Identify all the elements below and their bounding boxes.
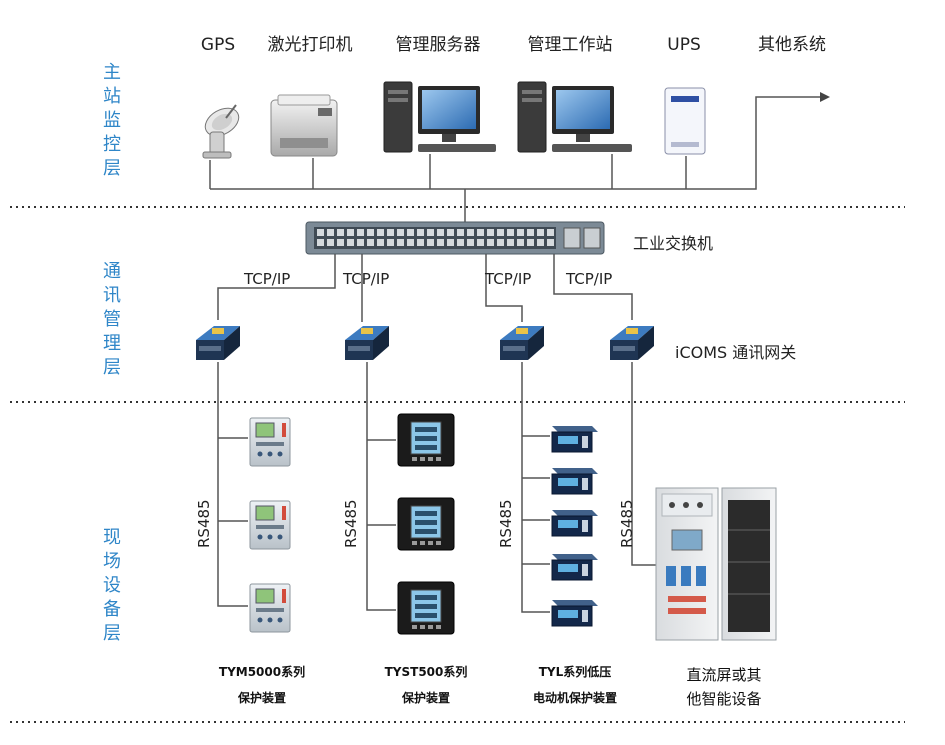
network-switch-icon [305, 221, 605, 255]
rs485-label-3: RS485 [497, 499, 515, 548]
rs485-label-4: RS485 [618, 499, 636, 548]
link-label-1: TCP/IP [243, 270, 290, 288]
protection-relay-icon [249, 500, 291, 550]
satellite-dish-icon [202, 104, 240, 159]
field-group-subtitle-1: 保护装置 [237, 690, 286, 705]
layer-label-comm: 通讯管理层 [103, 261, 121, 378]
field-group-title-3: TYL系列低压 [539, 664, 612, 679]
ups-icon [664, 87, 706, 155]
motor-protector-icon [551, 468, 598, 495]
server-computer-icon [383, 81, 496, 153]
motor-protector-icon [551, 554, 598, 581]
protection-relay-icon [249, 417, 291, 467]
motor-protector-icon [551, 426, 598, 453]
motor-protector-icon [551, 600, 598, 627]
panel-meter-icon [397, 581, 455, 635]
field-group-subtitle-2: 保护装置 [401, 690, 450, 705]
rs485-label-2: RS485 [342, 499, 360, 548]
field-group-subtitle-4: 他智能设备 [686, 690, 761, 708]
laser-printer-icon [270, 94, 338, 157]
field-group-title-1: TYM5000系列 [219, 664, 305, 679]
gateway-icon [500, 326, 544, 360]
rs485-buses [217, 362, 656, 613]
layer-label-field: 现场设备层 [103, 527, 121, 644]
panel-meter-icon [397, 413, 455, 467]
station-bus [209, 92, 830, 222]
device-label-gps: GPS [201, 35, 235, 55]
rs485-label-1: RS485 [195, 499, 213, 548]
tcpip-links [217, 254, 633, 322]
device-label-other: 其他系统 [758, 35, 826, 55]
panel-meter-icon [397, 497, 455, 551]
device-label-ups: UPS [667, 35, 701, 55]
field-group-title-4: 直流屏或其 [686, 666, 761, 684]
field-group-title-2: TYST500系列 [385, 664, 468, 679]
gateway-icon [345, 326, 389, 360]
motor-protector-icon [551, 510, 598, 537]
device-label-server: 管理服务器 [396, 35, 481, 55]
arrow-right-icon [820, 92, 830, 102]
workstation-computer-icon [517, 81, 632, 153]
gateway-icon [196, 326, 240, 360]
device-label-printer: 激光打印机 [268, 35, 353, 55]
protection-relay-icon [249, 583, 291, 633]
device-label-workstation: 管理工作站 [528, 35, 613, 55]
layer-label-station: 主站监控层 [103, 62, 121, 179]
link-label-4: TCP/IP [565, 270, 612, 288]
link-label-2: TCP/IP [342, 270, 389, 288]
gateway-icon [610, 326, 654, 360]
gateway-label: iCOMS 通讯网关 [675, 343, 796, 362]
switch-label: 工业交换机 [633, 234, 713, 253]
link-label-3: TCP/IP [484, 270, 531, 288]
field-group-subtitle-3: 电动机保护装置 [533, 690, 617, 705]
dc-cabinet-icon [655, 487, 777, 641]
